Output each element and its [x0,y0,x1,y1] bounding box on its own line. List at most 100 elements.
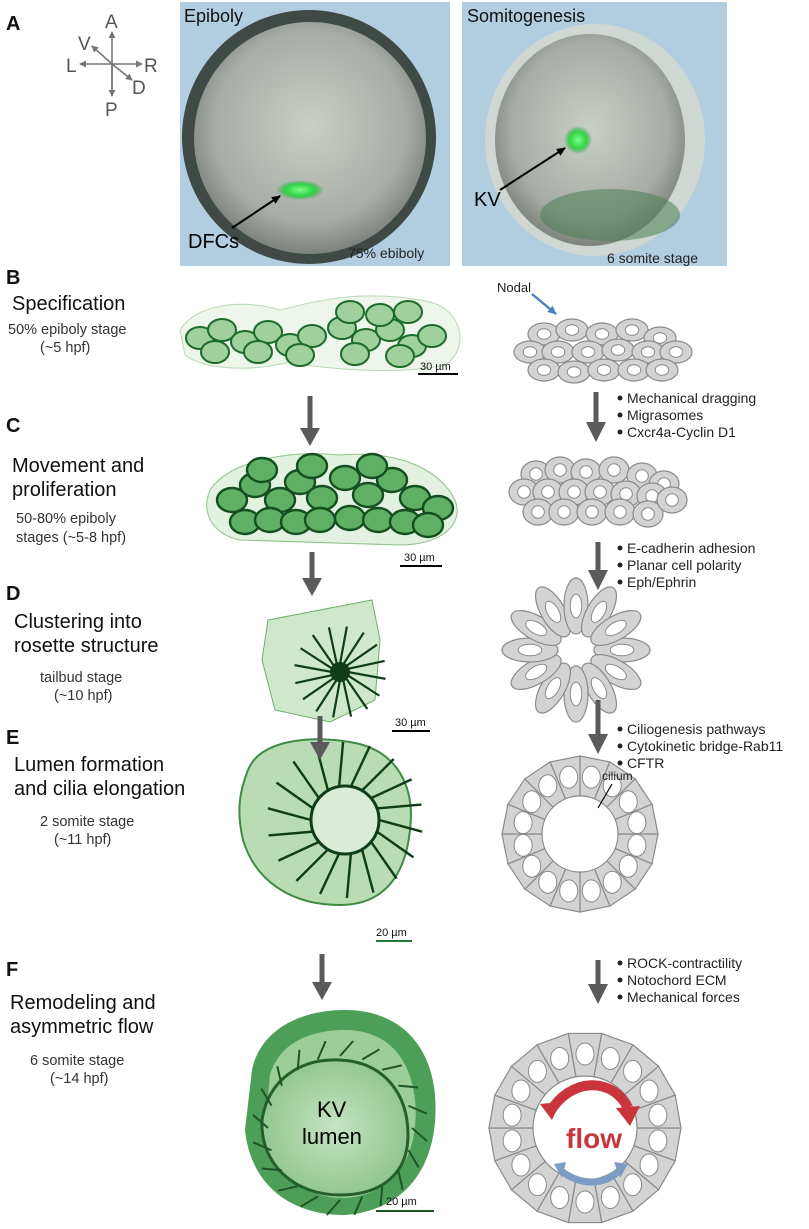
micrograph-b: 30 µm [180,296,460,374]
cell-nucleus [655,365,668,376]
somitogenesis-photo: Somitogenesis KV 6 somite stage [462,2,727,266]
axis-compass: A P L R V D [66,12,158,121]
ring-nucleus [523,791,541,813]
stage-c-sub1: 50-80% epiboly [16,511,117,527]
schematic-cell [657,487,687,513]
panel-letter-b: B [6,267,20,289]
ring-nucleus [619,791,637,813]
bullet-cd-0: E-cadherin adhesion [627,540,755,556]
axis-left: L [66,56,77,77]
cell-nucleus [620,488,633,500]
cell-nucleus [537,365,550,376]
ring-nucleus [560,880,578,902]
cell-nucleus [542,486,555,498]
schematic-cell [588,359,620,381]
cell-nucleus [581,347,594,358]
cell-nucleus [627,365,640,376]
stage-b-sub2: (~5 hpf) [40,340,90,356]
ring-nucleus [640,1154,658,1176]
down-arrow-bc [300,396,320,446]
ring-nucleus [512,1080,530,1102]
epiboly-photo: Epiboly DFCs 75% ebiboly [180,2,450,266]
cell-nucleus [594,486,607,498]
cell-nucleus [558,506,571,518]
panel-letter-a: A [6,13,20,35]
cell-nucleus [570,594,582,618]
cell-nucleus [567,367,580,378]
stage-e-title1: Lumen formation [14,754,164,776]
panel-letter-f: F [6,959,18,981]
cell-nucleus [565,325,578,336]
cell-nucleus [518,644,542,656]
ring-nucleus [551,1047,569,1069]
stage-b-title: Specification [12,293,125,315]
cell-nucleus [586,506,599,518]
cell-nucleus [636,470,649,482]
schematic-cell [577,499,607,525]
lumen [542,796,618,872]
cell-nucleus [580,466,593,478]
bullets-ef: ROCK-contractility Notochord ECM Mechani… [618,955,743,1005]
axis-right: R [144,56,158,77]
cell-nucleus [641,347,654,358]
ring-nucleus [649,1104,667,1126]
stage-c-title2: proliferation [12,479,117,501]
schematic-cell [556,319,588,341]
stage-e-sub1: 2 somite stage [40,814,134,830]
bullet-de-2: CFTR [627,755,664,771]
axis-anterior: A [105,12,118,33]
cell-nucleus [568,486,581,498]
somite-stage-label: 6 somite stage [607,250,698,266]
panel-letter-d: D [6,583,20,605]
down-arrow-ef [312,954,332,1000]
ring-nucleus [539,775,557,797]
cell-outline [386,345,414,367]
ring-nucleus [582,766,600,788]
cell-nucleus [597,365,610,376]
scale-b: 30 µm [420,361,451,373]
schematic-cell [616,319,648,341]
cell-outline [394,301,422,323]
ring-nucleus [576,1043,594,1065]
bullet-cd-2: Eph/Ephrin [627,574,696,590]
cell-nucleus [669,347,682,358]
cell-outline [418,325,446,347]
cell-nucleus [625,325,638,336]
stage-d-title1: Clustering into [14,611,142,633]
nodal-arrow [532,294,556,314]
scale-c: 30 µm [404,552,435,564]
axis-dorsal: D [132,78,146,99]
ring-nucleus [624,1174,642,1196]
ring-nucleus [628,812,646,834]
cell-nucleus [608,464,621,476]
cell-nucleus [595,329,608,340]
epiboly-stage-label: 75% ebiboly [348,245,424,261]
ring-nucleus [560,766,578,788]
panel-letter-c: C [6,415,20,437]
cell-outline [244,341,272,363]
ring-nucleus [551,1187,569,1209]
bullet-bc-1: Migrasomes [627,407,703,423]
stage-d-sub1: tailbud stage [40,670,122,686]
ring-nucleus [528,1174,546,1196]
stage-f-sub1: 6 somite stage [30,1053,124,1069]
stage-b-sub1: 50% epiboly stage [8,322,127,338]
bullet-bc-2: Cxcr4a-Cyclin D1 [627,424,736,440]
stage-d-title2: rosette structure [14,635,159,657]
bullet-de-0: Ciliogenesis pathways [627,721,766,737]
stage-d-sub2: (~10 hpf) [54,688,112,704]
schematic-specification [514,319,692,383]
schematic-cell [528,359,560,381]
schematic-cell [605,499,635,525]
ring-nucleus [619,855,637,877]
schematic-movement [509,457,687,527]
bullet-cd-1: Planar cell polarity [627,557,741,573]
micrograph-d: 30 µm [262,600,430,731]
ring-nucleus [576,1191,594,1213]
cell-nucleus [610,644,634,656]
stage-c-title1: Movement and [12,455,144,477]
cell-nucleus [570,682,582,706]
cell-outline [330,466,360,490]
bullet-ef-1: Notochord ECM [627,972,727,988]
cell-nucleus [642,508,655,520]
